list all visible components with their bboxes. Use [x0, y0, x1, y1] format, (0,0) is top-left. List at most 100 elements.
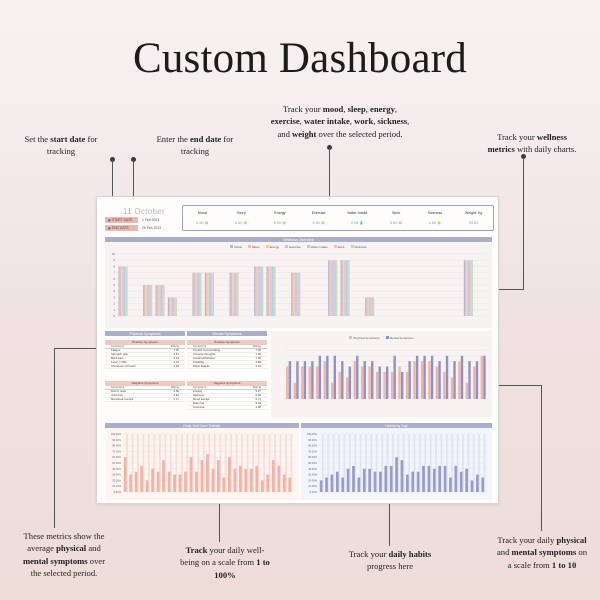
wellness-bar	[170, 297, 172, 316]
metric-value-text: 59.63	[468, 221, 479, 225]
end-date-value[interactable]: 28 Feb 2023	[142, 226, 162, 230]
metric-name: Exercise	[311, 210, 326, 215]
column-header: Rating	[252, 344, 261, 348]
habit-track	[359, 434, 362, 492]
wellness-bar	[369, 297, 371, 316]
start-date-row[interactable]: ▣ START DATE 1 Feb 2023	[105, 217, 177, 223]
start-date-label: ▣ START DATE	[105, 217, 138, 223]
symptom-rating: 4.44	[255, 364, 261, 368]
metric-value: 6.80😀	[429, 220, 441, 225]
percent-tick-label: 100.00%	[307, 432, 318, 436]
wellness-bar	[158, 285, 160, 316]
wellness-bar	[333, 260, 335, 316]
habit-bar	[476, 474, 479, 492]
legend-swatch	[265, 245, 269, 248]
physical-symptom-bar	[450, 377, 454, 399]
habit-track	[365, 434, 367, 492]
habit-track	[348, 434, 351, 492]
wellness-bar	[211, 272, 213, 316]
note-metrics-line	[329, 148, 330, 200]
wellness-bar	[193, 272, 195, 316]
selfcare-track	[202, 434, 205, 492]
metric-value: 59.63	[469, 221, 479, 225]
metric-name: Sleep	[236, 210, 246, 215]
habit-bar	[319, 480, 323, 492]
physical-symptom-bar	[383, 372, 386, 399]
habit-bar	[465, 468, 468, 492]
habit-bar	[368, 468, 371, 492]
start-date-value[interactable]: 1 Feb 2023	[142, 218, 160, 222]
column-header: Rating	[252, 385, 261, 389]
selfcare-track	[279, 434, 282, 492]
habits-chart: 100.00%90.00%80.00%70.00%60.00%50.00%40.…	[307, 432, 486, 494]
wellness-bar	[123, 266, 125, 316]
metric-name: Mood	[197, 210, 207, 215]
y-tick-label: 9	[113, 258, 115, 262]
selfcare-track	[290, 434, 293, 492]
y-tick-label: 10	[112, 252, 116, 256]
physical-symptom-bar	[458, 361, 461, 399]
physical-symptom-bar	[323, 361, 326, 399]
wellness-bar	[256, 266, 258, 316]
symptom-rating: 5.71	[255, 397, 261, 401]
column-header: Symptoms	[111, 344, 125, 348]
end-date-row[interactable]: ▣ END DATE 28 Feb 2023	[105, 225, 177, 231]
mental-symptom-bar	[475, 361, 479, 399]
wellness-bar	[266, 266, 268, 316]
selfcare-bar	[222, 477, 226, 492]
mental-symptom-bar	[408, 361, 411, 399]
percent-tick-label: 0.00%	[310, 490, 318, 494]
wellness-bar	[470, 260, 472, 316]
selfcare-track	[241, 434, 244, 492]
habit-track	[338, 434, 341, 492]
habit-bar	[362, 468, 366, 492]
selfcare-track	[175, 434, 178, 492]
selfcare-track	[235, 434, 238, 492]
mental-symptom-bar	[303, 361, 307, 399]
mental-symptom-bar	[460, 355, 464, 399]
selfcare-bar	[238, 465, 242, 492]
symptom-rating: 7.00	[255, 356, 261, 360]
column-header: Symptoms	[111, 385, 125, 389]
wellness-bar	[366, 297, 368, 316]
y-tick-label: 5	[113, 283, 115, 287]
wellness-bar	[291, 272, 293, 316]
note-wellness: Track your wellness metrics with daily c…	[487, 132, 577, 155]
habits-header: Habits by Day	[301, 423, 492, 428]
wellness-bar	[197, 272, 199, 316]
wellness-bar	[329, 260, 331, 316]
wellness-bar	[271, 266, 273, 316]
symptom-name: Trouble concentrating	[193, 348, 220, 352]
habit-track	[462, 434, 464, 492]
wellness-bar	[340, 260, 342, 316]
physical-symptom-bar	[316, 366, 319, 399]
smiley-icon: 😀	[398, 221, 403, 226]
physical-symptom-bar	[428, 361, 431, 399]
mental-symptom-bar	[363, 361, 366, 399]
selfcare-track	[197, 434, 200, 492]
column-header: Rating	[170, 385, 179, 389]
habit-bar	[411, 471, 415, 492]
page-title: Custom Dashboard	[132, 35, 468, 82]
physical-symptom-bar	[345, 377, 349, 399]
mental-symptom-bar	[445, 355, 449, 399]
wellness-bar	[274, 266, 276, 316]
wellness-bar	[254, 266, 256, 316]
selfcare-track	[219, 434, 222, 492]
symptom-rating: 3.81	[173, 393, 179, 397]
physical-symptom-bar	[293, 382, 296, 399]
wellness-bar	[159, 285, 161, 316]
metric-value: 6.80😀	[312, 220, 324, 225]
habit-bar	[427, 465, 431, 492]
habit-track	[391, 434, 394, 492]
symptom-name: Fatigue	[111, 348, 121, 352]
mental-symptom-bar	[400, 372, 404, 399]
symptom-rating: 4.89	[255, 360, 261, 364]
wellness-bar	[328, 260, 330, 316]
symptom-name: Irritability	[193, 360, 205, 364]
